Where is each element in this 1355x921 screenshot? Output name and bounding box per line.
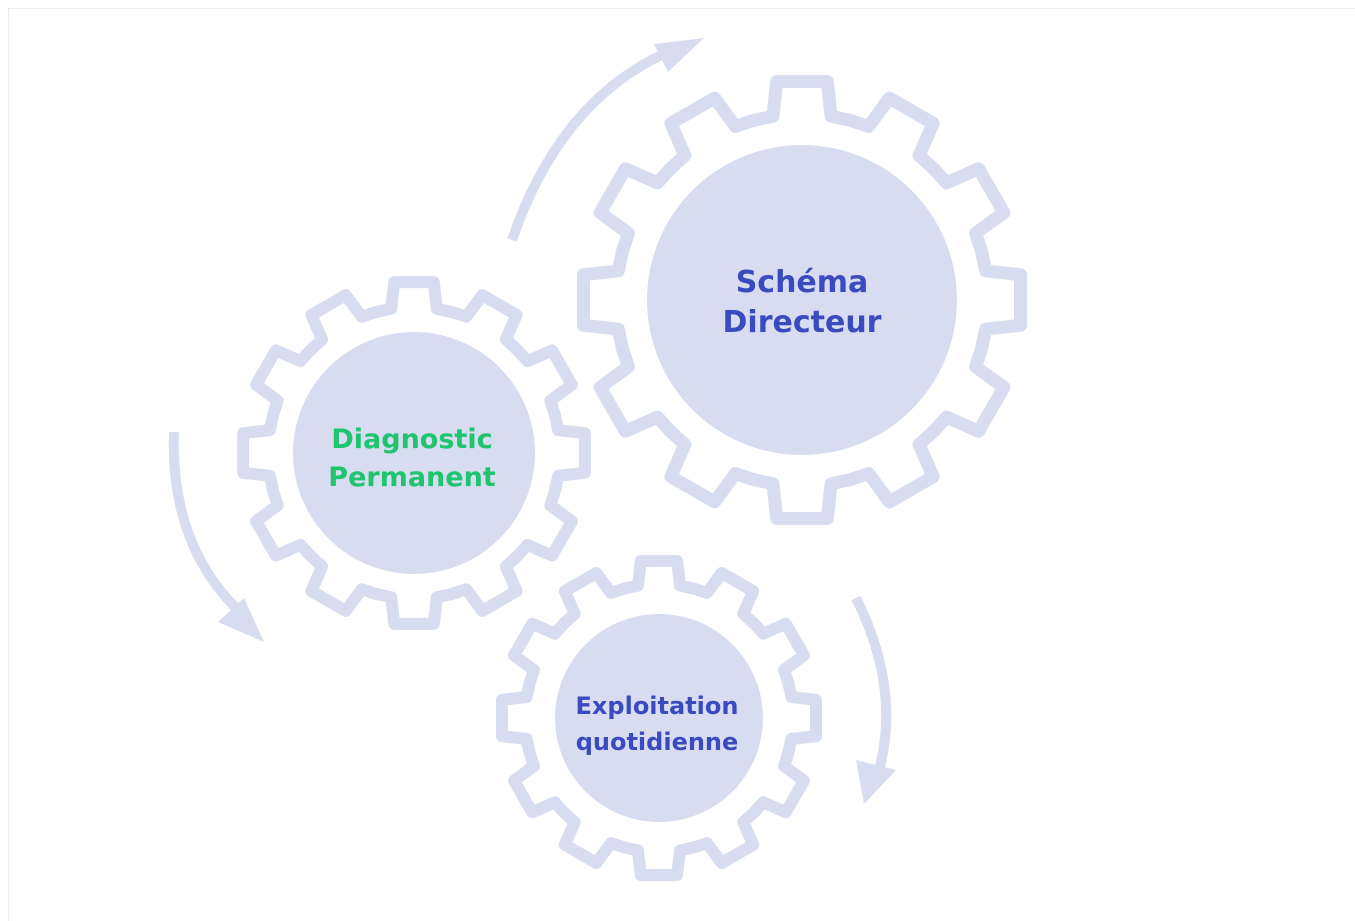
gear-label-exploitation-line1: Exploitation — [576, 692, 739, 720]
gear-teeth — [237, 276, 591, 630]
arrow-left — [168, 431, 264, 642]
gear-hub — [293, 332, 535, 574]
gear-label-diagnostic-line2: Permanent — [328, 462, 496, 493]
gear-label-exploitation-line2: quotidienne — [576, 728, 739, 756]
arrow-top — [507, 38, 704, 242]
gear-diagnostic-permanent — [237, 276, 591, 630]
gear-schema-directeur — [577, 75, 1027, 525]
gear-teeth — [496, 555, 822, 881]
gear-teeth — [577, 75, 1027, 525]
gear-hub — [647, 145, 957, 455]
gear-label-schema-line2: Directeur — [723, 305, 882, 340]
gear-label-schema-line1: Schéma — [736, 265, 869, 300]
gear-label-diagnostic-line1: Diagnostic — [331, 424, 492, 455]
arrow-right — [851, 595, 896, 804]
gear-hub — [555, 614, 763, 822]
diagram-frame — [8, 8, 1355, 921]
gear-exploitation-quotidienne — [496, 555, 822, 881]
